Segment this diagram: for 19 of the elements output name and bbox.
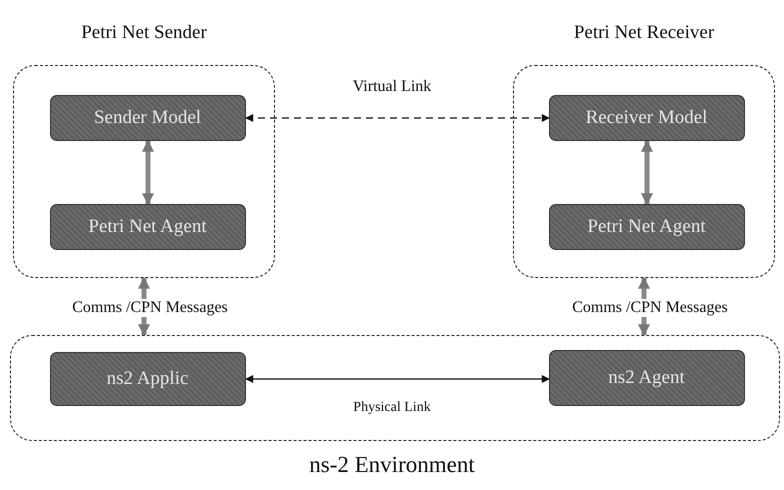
dashed-arrow (245, 114, 550, 122)
dashed-group-frame (10, 335, 780, 441)
group-heading: Petri Net Sender (81, 22, 207, 43)
process-box: ns2 Agent (548, 350, 744, 406)
process-box: Sender Model (50, 94, 246, 140)
arrow (641, 140, 653, 206)
dashed-group-frame (513, 65, 775, 278)
dashed-group-frame (13, 65, 275, 278)
process-box: ns2 Applic (50, 352, 246, 406)
process-box: Petri Net Agent (548, 204, 744, 250)
group-heading: Petri Net Receiver (574, 22, 714, 43)
arrow (142, 140, 154, 206)
arrow (245, 375, 550, 383)
edge-label: Physical Link (351, 400, 433, 416)
group-heading: ns-2 Environment (309, 452, 475, 477)
edge-label: Comms /CPN Messages (70, 299, 230, 317)
process-box: Receiver Model (548, 94, 744, 140)
edge-label: Comms /CPN Messages (570, 299, 730, 317)
process-box: Petri Net Agent (50, 204, 246, 250)
